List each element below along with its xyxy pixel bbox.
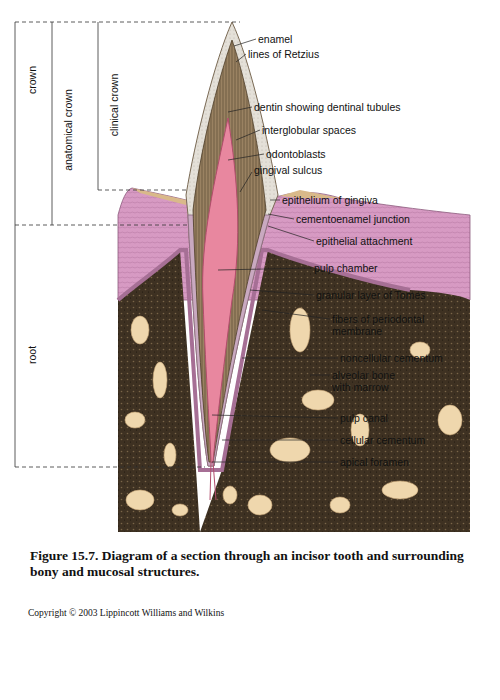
copyright-note: Copyright © 2003 Lippincott Williams and… bbox=[28, 607, 224, 619]
part-label: lines of Retzius bbox=[248, 48, 319, 60]
part-label: gingival sulcus bbox=[254, 164, 322, 176]
part-label: fibers of periodontal membrane bbox=[332, 313, 452, 337]
part-label: epithelial attachment bbox=[316, 235, 412, 247]
part-label: pulp canal bbox=[340, 412, 388, 424]
region-bracket-label: clinical crown bbox=[108, 74, 120, 136]
figure-caption: Figure 15.7. Diagram of a section throug… bbox=[30, 548, 480, 580]
part-label: odontoblasts bbox=[266, 148, 326, 160]
part-label: interglobular spaces bbox=[262, 124, 356, 136]
part-label: epithelium of gingiva bbox=[282, 194, 378, 206]
region-bracket-label: anatomical crown bbox=[62, 89, 74, 171]
part-label: granular layer of Tomes bbox=[316, 289, 426, 301]
part-label: alveolar bone with marrow bbox=[332, 369, 412, 393]
part-label: enamel bbox=[258, 33, 292, 45]
part-label: cellular cementum bbox=[340, 434, 425, 446]
region-bracket-label: root bbox=[26, 346, 38, 364]
part-label: dentin showing dentinal tubules bbox=[254, 101, 401, 113]
part-label: apical foramen bbox=[340, 456, 409, 468]
part-label: cementoenamel junction bbox=[296, 213, 410, 225]
part-label: pulp chamber bbox=[314, 262, 378, 274]
part-label: noncellular cementum bbox=[340, 352, 443, 364]
region-bracket-label: crown bbox=[26, 66, 38, 94]
